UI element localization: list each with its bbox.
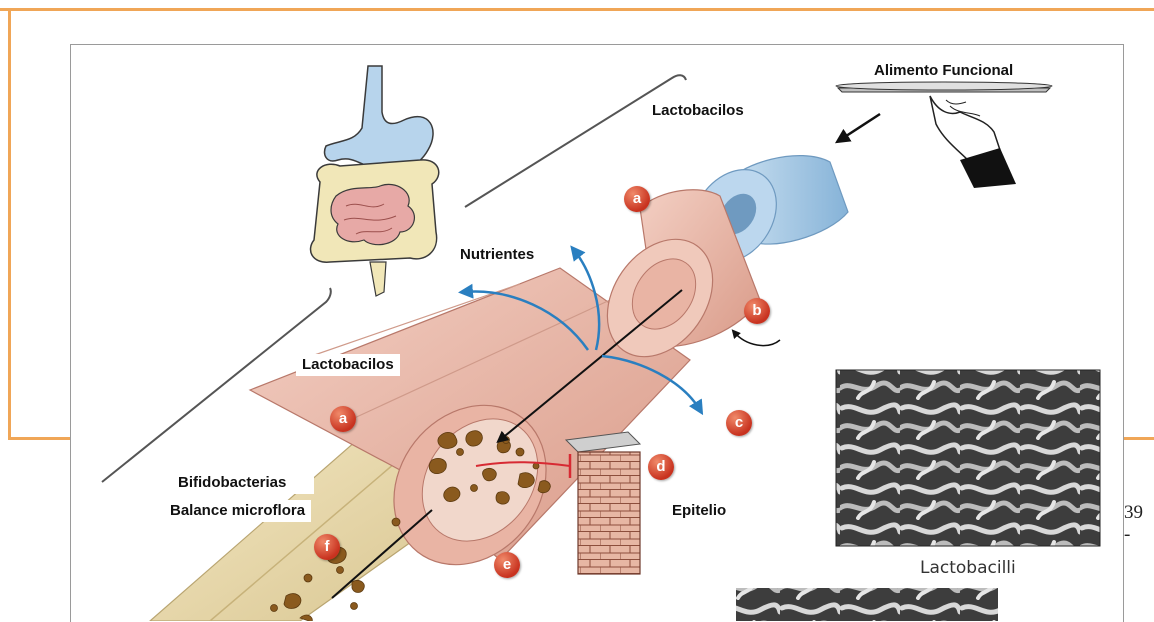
label-nutrientes: Nutrientes — [454, 244, 540, 266]
badge-d: d — [648, 454, 674, 480]
bracket-top — [465, 75, 686, 207]
label-bifidobacterias: Bifidobacterias — [172, 472, 314, 494]
label-epitelio: Epitelio — [672, 502, 726, 520]
label-lactobacilos-left: Lactobacilos — [296, 354, 400, 376]
label-lactobacilos-top: Lactobacilos — [646, 100, 750, 122]
label-balance-microflora: Balance microflora — [164, 500, 311, 522]
badge-e: e — [494, 552, 520, 578]
rotation-arrow — [734, 332, 780, 346]
badge-a-left: a — [330, 406, 356, 432]
badge-a-top: a — [624, 186, 650, 212]
page-number: 39 - — [1124, 502, 1154, 546]
serving-hand-icon — [836, 82, 1052, 188]
food-arrow — [840, 114, 880, 140]
badge-f: f — [314, 534, 340, 560]
digestive-system-icon — [311, 66, 439, 296]
lactobacilli-micrograph — [736, 370, 1100, 621]
badge-c: c — [726, 410, 752, 436]
label-micrograph-caption: Lactobacilli — [920, 558, 1016, 578]
badge-b: b — [744, 298, 770, 324]
label-alimento-funcional: Alimento Funcional — [874, 62, 1013, 80]
